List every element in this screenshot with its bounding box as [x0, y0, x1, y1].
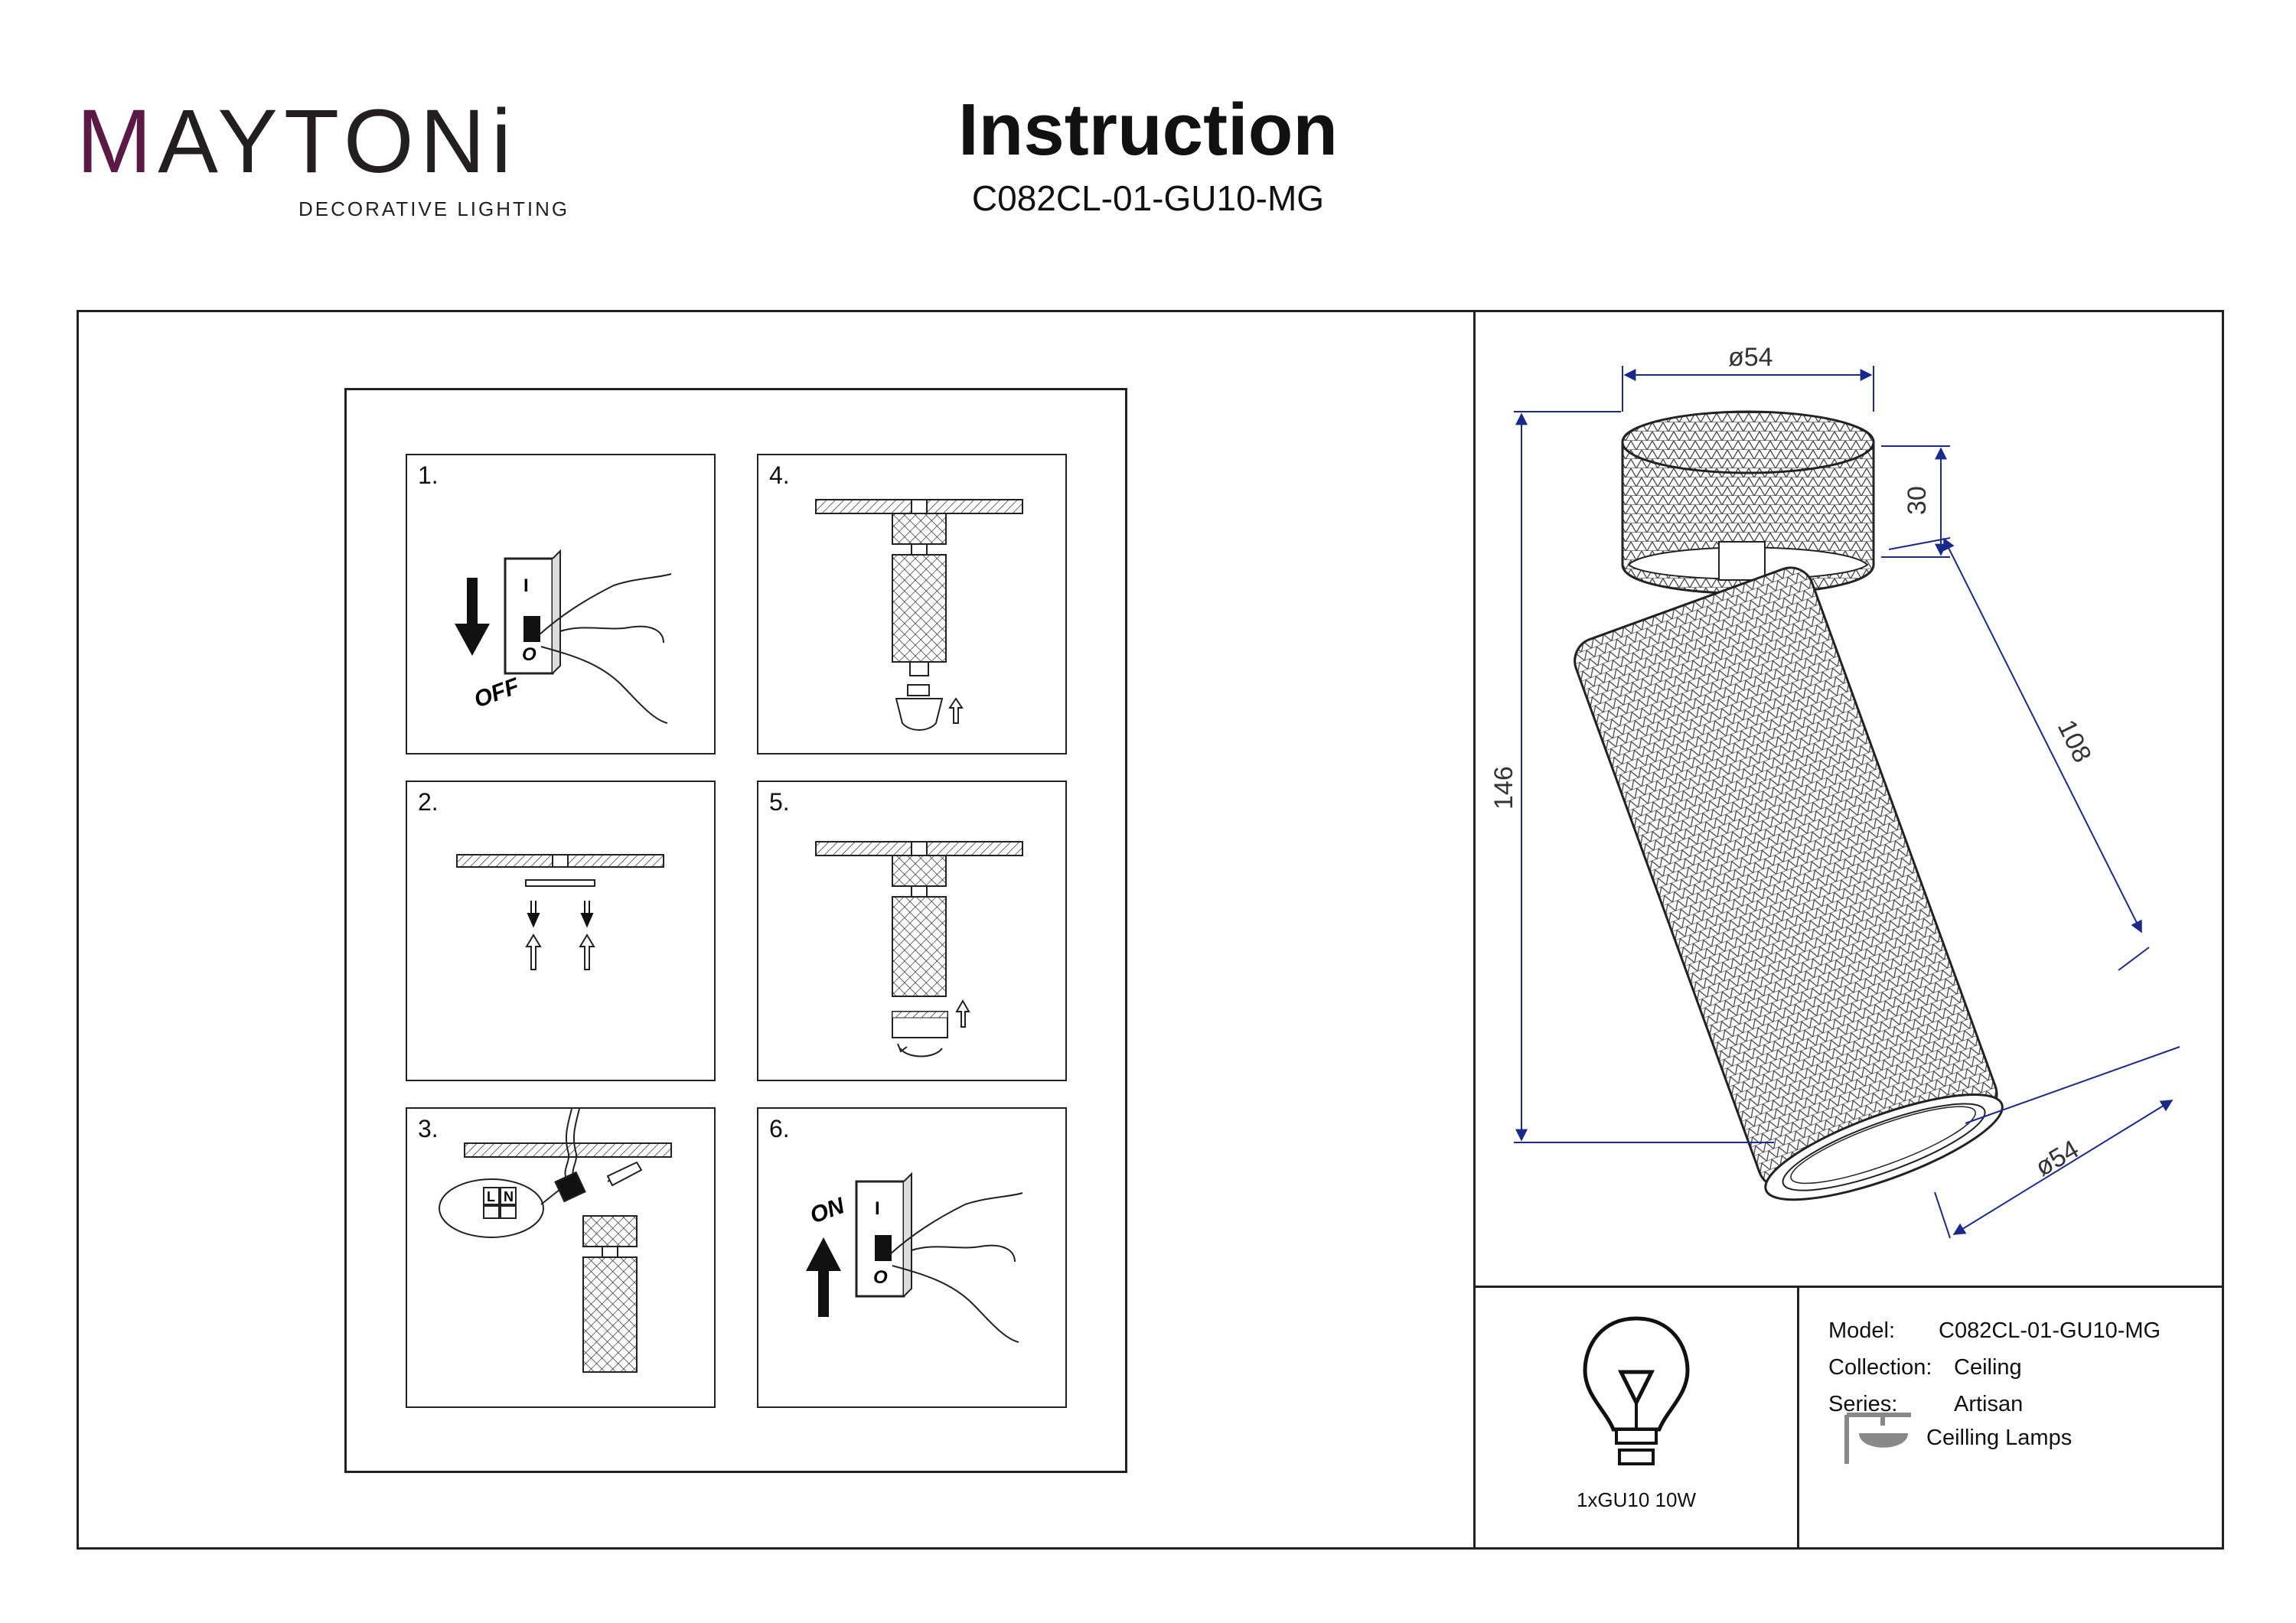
step-3-connect-wires: 3. L N: [406, 1107, 716, 1408]
spec-series-value: Artisan: [1954, 1392, 2024, 1416]
step-4-insert-bulb: 4.: [757, 454, 1067, 754]
pointer-arrow-icon: [606, 1161, 643, 1187]
step-number: 6.: [769, 1115, 790, 1142]
mounting-bracket: [525, 879, 595, 887]
screw-icon: [580, 901, 594, 928]
mount-base: [892, 513, 947, 545]
down-arrow-icon: [455, 578, 490, 656]
switch-toggle: [875, 1235, 892, 1261]
switch-mark-off: O: [522, 644, 536, 665]
terminal-l-label: L: [487, 1189, 495, 1204]
spec-divider: [1797, 1286, 1799, 1550]
frame-divider-horizontal: [1473, 1286, 2224, 1288]
power-cable: [564, 1109, 572, 1182]
step-6-illustration: ON I O: [806, 1172, 1023, 1343]
spec-model-value: C082CL-01-GU10-MG: [1939, 1318, 2161, 1343]
step-2-mount-plate: 2.: [406, 781, 716, 1081]
outer-frame: [77, 310, 2224, 1550]
gu10-bulb-icon: [895, 698, 944, 731]
dimension-total-height: 146: [1489, 766, 1518, 810]
logo-m-letter: M: [77, 91, 158, 192]
lamp-body: [582, 1256, 638, 1373]
switch-mark-on: I: [875, 1198, 880, 1219]
logo-letters: AYTONi: [158, 91, 518, 192]
dimension-base-height: 30: [1903, 486, 1932, 515]
screw-icon: [527, 901, 540, 928]
hand-icon: [889, 1192, 1023, 1343]
brand-logo: MAYTONi DECORATIVE LIGHTING: [77, 92, 567, 222]
spec-collection-value: Ceiling: [1954, 1355, 2022, 1380]
step-1-illustration: OFF I O: [455, 549, 672, 724]
bulb-info-panel: 1xGU10 10W: [1476, 1288, 1797, 1550]
terminal-block: [554, 1171, 586, 1203]
logo-tagline: DECORATIVE LIGHTING: [298, 197, 570, 220]
technical-drawing: ø54 30 146 108 ø54: [1476, 312, 2224, 1286]
mount-base: [892, 855, 947, 887]
installation-steps-frame: 1. OFF I O 4. 2.: [344, 388, 1127, 1473]
page-subtitle-model: C082CL-01-GU10-MG: [971, 178, 1325, 218]
terminal-n-label: N: [504, 1189, 514, 1204]
joint-connector: [1718, 541, 1766, 581]
title-block: Instruction C082CL-01-GU10-MG: [842, 88, 1454, 220]
switch-toggle: [523, 616, 540, 642]
spec-model-label: Model:: [1828, 1318, 1896, 1343]
step-number: 4.: [769, 461, 790, 489]
hand-icon: [538, 573, 672, 724]
spec-category-value: Ceilling Lamps: [1926, 1426, 2073, 1450]
step-1-switch-off: 1. OFF I O: [406, 454, 716, 754]
step-2-illustration: [456, 854, 664, 970]
up-arrow-icon: [525, 934, 542, 970]
switch-mark-off: O: [873, 1267, 888, 1288]
step-number: 5.: [769, 788, 790, 816]
step-number: 3.: [418, 1115, 439, 1142]
up-arrow-icon: [948, 697, 964, 724]
page-title: Instruction: [958, 89, 1338, 171]
ceiling-lamp-icon: [1844, 1413, 1911, 1464]
step-number: 2.: [418, 788, 439, 816]
bulb-spec-label: 1xGU10 10W: [1576, 1488, 1697, 1511]
step-6-switch-on: 6. ON I O: [757, 1107, 1067, 1408]
light-bulb-icon: [1583, 1316, 1690, 1465]
product-specs: Model: C082CL-01-GU10-MG Collection: Cei…: [1799, 1288, 2224, 1550]
lamp-body: [892, 896, 947, 997]
dimension-body-length: 108: [2052, 715, 2097, 768]
step-3-illustration: L N: [439, 1109, 672, 1373]
frame-divider-vertical: [1473, 310, 1476, 1550]
step-5-attach-ring: 5.: [757, 781, 1067, 1081]
up-arrow-icon: [806, 1237, 841, 1317]
step-5-illustration: [815, 841, 1023, 1058]
step-4-illustration: [815, 499, 1023, 731]
step-number: 1.: [418, 461, 439, 489]
switch-mark-on: I: [523, 575, 529, 596]
mount-base: [582, 1215, 638, 1247]
switch-off-text: OFF: [471, 673, 523, 713]
lamp-body: [892, 554, 947, 663]
up-arrow-icon: [579, 934, 595, 970]
spec-series-label: Series:: [1828, 1392, 1898, 1416]
up-arrow-icon: [955, 999, 970, 1028]
dimension-drawing: ø54 30 146 108 ø54: [1489, 343, 2180, 1239]
dimension-base-diameter: ø54: [1728, 343, 1773, 372]
gu10-pins: [907, 684, 930, 696]
dimension-body-diameter: ø54: [2030, 1135, 2084, 1182]
lamp-body-cylinder: [1574, 566, 2004, 1201]
rotate-arrow-icon: [899, 1048, 943, 1058]
logo-wordmark: MAYTONi: [77, 92, 517, 191]
spec-collection-label: Collection:: [1828, 1355, 1932, 1380]
switch-on-text: ON: [807, 1193, 849, 1229]
